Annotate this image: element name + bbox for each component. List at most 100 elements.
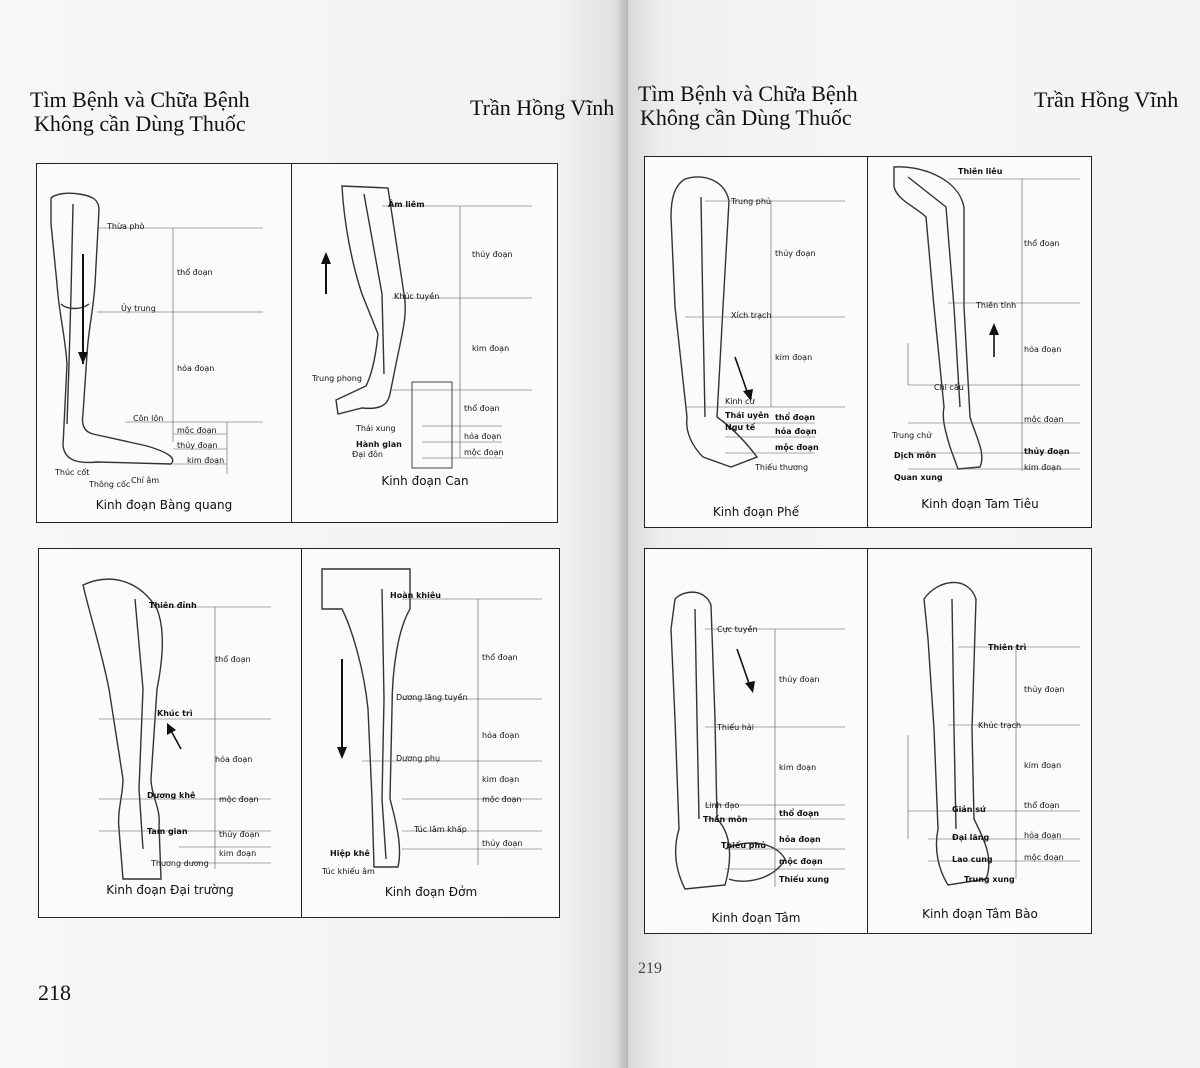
figure-caption: Kinh đoạn Bàng quang <box>95 498 233 512</box>
figure-caption: Kinh đoạn Tâm Bào <box>922 907 1038 921</box>
section-label: mộc đoạn <box>177 426 217 435</box>
point-label: Hoàn khiêu <box>390 591 441 600</box>
section-label: kim đoạn <box>472 344 510 353</box>
section-label: hỏa đoạn <box>482 731 520 740</box>
section-label: hỏa đoạn <box>779 835 821 844</box>
point-label: Thương dương <box>151 859 209 868</box>
point-label: Quan xung <box>894 473 943 482</box>
figure-panel-bottom: Thiên đỉnh thổ đoạn Khúc trì hỏa đoạn Dư… <box>38 548 560 918</box>
point-label: Thiếu thương <box>755 463 809 472</box>
section-label: kim đoạn <box>1024 463 1062 472</box>
section-label: thủy đoạn <box>1024 685 1065 694</box>
figure-can: Âm liêm thủy đoạn Khúc tuyền kim đoạn Tr… <box>291 164 558 522</box>
section-label: thủy đoạn <box>482 839 523 848</box>
point-label: Ngư tế <box>725 423 756 432</box>
point-label: Ủy trung <box>121 304 156 313</box>
section-label: thổ đoạn <box>482 653 518 662</box>
header-title-line-2: Không cần Dùng Thuốc <box>34 111 246 136</box>
point-label: Thái uyên <box>725 411 770 420</box>
point-label: Chi cấu <box>934 383 964 392</box>
point-label: Thiên trì <box>988 643 1027 652</box>
section-label: mộc đoạn <box>775 443 819 452</box>
figure-caption: Kinh đoạn Can <box>381 474 469 488</box>
header-title-line-1: Tìm Bệnh và Chữa Bệnh <box>30 87 250 112</box>
point-label: Dương lăng tuyền <box>396 693 468 702</box>
point-label: Thái xung <box>356 424 396 433</box>
section-label: thủy đoạn <box>1024 447 1070 456</box>
figure-caption: Kinh đoạn Đại trường <box>106 883 234 897</box>
right-page: Tìm Bệnh và Chữa Bệnh Không cần Dùng Thu… <box>628 0 1200 1068</box>
point-label: Túc lâm khấp <box>414 825 467 834</box>
arm-illustration <box>670 591 845 890</box>
section-label: kim đoạn <box>779 763 817 772</box>
point-label: Thừa phò <box>107 222 145 231</box>
header-author: Trần Hồng Vĩnh <box>1034 87 1179 112</box>
point-label: Tam gian <box>147 827 188 836</box>
point-label: Thúc cốt <box>55 468 90 477</box>
section-label: mộc đoạn <box>779 857 823 866</box>
point-label: Trung phủ <box>731 197 771 206</box>
figure-panel-top: Trung phủ thủy đoạn Xích trạch kim đoạn … <box>644 156 1092 528</box>
figure-tam-tieu: Thiên liêu thổ đoạn Thiên tỉnh hỏa đoạn … <box>867 157 1092 527</box>
point-label: Túc khiếu âm <box>322 867 375 876</box>
figure-panel-top: Thừa phò thổ đoạn Ủy trung hỏa đoạn Côn … <box>36 163 558 523</box>
point-label: Dương khê <box>147 791 196 800</box>
leg-illustration <box>50 192 263 474</box>
point-label: Thiếu phủ <box>721 841 766 850</box>
point-label: Chí âm <box>131 476 160 485</box>
point-label: Trung xung <box>964 875 1015 884</box>
section-label: mộc đoạn <box>219 795 259 804</box>
point-label: Hiệp khê <box>330 849 370 858</box>
figure-caption: Kinh đoạn Tâm <box>711 911 801 925</box>
section-label: thủy đoạn <box>779 675 820 684</box>
section-label: kim đoạn <box>775 353 813 362</box>
point-label: Dịch môn <box>894 451 937 460</box>
left-page: Tìm Bệnh và Chữa Bệnh Không cần Dùng Thu… <box>0 0 628 1068</box>
figure-bang-quang: Thừa phò thổ đoạn Ủy trung hỏa đoạn Côn … <box>37 164 291 522</box>
figure-caption: Kinh đoạn Đởm <box>384 885 478 899</box>
section-label: thổ đoạn <box>215 655 251 664</box>
point-label: Thiếu hải <box>717 723 754 732</box>
point-label: Đại lăng <box>952 833 990 842</box>
section-label: thủy đoạn <box>472 250 513 259</box>
point-label: Trung chử <box>892 431 932 440</box>
section-label: hỏa đoạn <box>1024 831 1062 840</box>
page-number: 219 <box>638 960 662 977</box>
section-label: hỏa đoạn <box>775 427 817 436</box>
point-label: Khúc trạch <box>978 721 1022 730</box>
section-label: mộc đoạn <box>1024 415 1064 424</box>
point-label: Giản sứ <box>952 805 986 814</box>
header-title-line-2: Không cần Dùng Thuốc <box>640 105 852 130</box>
figure-dai-truong: Thiên đỉnh thổ đoạn Khúc trì hỏa đoạn Dư… <box>39 549 301 917</box>
point-label: Thiên liêu <box>958 167 1003 176</box>
section-label: kim đoạn <box>219 849 257 858</box>
point-label: Thiên tỉnh <box>976 301 1017 310</box>
figure-caption: Kinh đoạn Tam Tiêu <box>921 497 1039 511</box>
point-label: Xích trạch <box>731 311 772 320</box>
section-label: thổ đoạn <box>779 809 820 818</box>
section-label: hỏa đoạn <box>215 755 253 764</box>
section-label: thủy đoạn <box>775 249 816 258</box>
section-label: thổ đoạn <box>1024 239 1060 248</box>
page-number: 218 <box>38 980 71 1005</box>
point-label: Cực tuyền <box>717 625 758 634</box>
section-label: thổ đoạn <box>464 404 500 413</box>
figure-tam-bao: Thiên trì thủy đoạn Khúc trạch kim đoạn … <box>867 549 1092 933</box>
section-label: hỏa đoạn <box>177 364 215 373</box>
point-label: Kinh cừ <box>725 397 755 406</box>
section-label: thổ đoạn <box>177 268 213 277</box>
figure-tam: Cực tuyền thủy đoạn Thiếu hải kim đoạn L… <box>645 549 867 933</box>
point-label: Khúc tuyền <box>394 292 440 301</box>
figure-caption: Kinh đoạn Phế <box>712 505 800 519</box>
section-label: kim đoạn <box>482 775 520 784</box>
section-label: hỏa đoạn <box>464 432 502 441</box>
section-label: thủy đoạn <box>219 830 260 839</box>
point-label: Hành gian <box>356 440 402 449</box>
section-label: kim đoạn <box>1024 761 1062 770</box>
section-label: hỏa đoạn <box>1024 345 1062 354</box>
point-label: Côn lôn <box>133 414 164 423</box>
point-label: Âm liêm <box>388 200 425 209</box>
arm-illustration <box>893 166 1080 471</box>
point-label: Khúc trì <box>157 709 193 718</box>
